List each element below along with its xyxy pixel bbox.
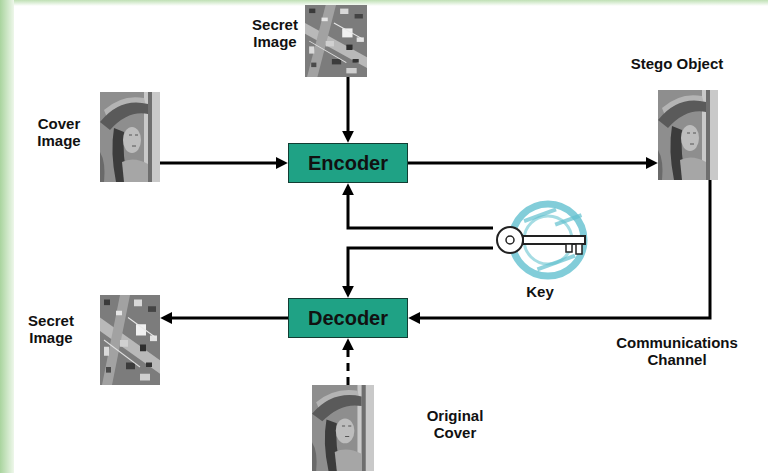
illustration-part (576, 244, 582, 254)
connector-arrow (408, 162, 650, 165)
illustration-part (537, 254, 576, 271)
stego-image: Stego Object (658, 90, 718, 180)
connector-arrow (348, 191, 493, 228)
cover-image: Cover Image (100, 92, 160, 182)
cover-image-picture (100, 92, 160, 182)
secret-image-picture (305, 5, 367, 77)
stego-image-picture (658, 90, 718, 180)
image-caption: Original Cover (420, 407, 490, 442)
slide-border (14, 0, 768, 6)
secret-image-picture (100, 295, 160, 385)
illustration-part (497, 227, 523, 253)
illustration-part (512, 204, 584, 276)
decoder-box: Decoder (288, 298, 408, 338)
connector-arrow (348, 248, 493, 290)
box-label: Encoder (308, 152, 388, 175)
caption-holder: Cover Image (28, 115, 90, 150)
box-label: Decoder (308, 307, 388, 330)
channel-label: Communications Channel (612, 334, 742, 369)
image-caption: Cover Image (28, 115, 90, 150)
original-cover-picture (312, 385, 374, 471)
key-icon (497, 204, 585, 276)
connector-arrow (347, 346, 350, 385)
image-caption: Stego Object (612, 55, 742, 72)
caption-holder: Secret Image (20, 312, 82, 347)
connector-arrow (347, 77, 350, 135)
secret-image: Secret Image (100, 295, 160, 385)
image-caption: Secret Image (20, 312, 82, 347)
edge-label-holder: Communications Channel (612, 334, 742, 369)
image-caption: Key (510, 283, 570, 300)
illustration-part (566, 244, 572, 252)
caption-holder: Stego Object (612, 55, 742, 72)
connector-arrow (168, 317, 288, 320)
connector-arrow (160, 162, 280, 165)
caption-holder: Secret Image (244, 16, 306, 51)
caption-holder: Original Cover (420, 407, 490, 442)
illustration-part (554, 213, 582, 226)
illustration-part (506, 236, 514, 244)
secret-image: Secret Image (305, 5, 367, 77)
key-icon: Key (493, 205, 593, 280)
slide-border (0, 0, 14, 473)
caption-holder: Key (510, 283, 570, 300)
illustration-part (523, 236, 585, 244)
image-caption: Secret Image (244, 16, 306, 51)
original-cover: Original Cover (312, 385, 374, 471)
connector-arrow (416, 180, 710, 318)
illustration-part (523, 208, 556, 223)
encoder-box: Encoder (288, 143, 408, 183)
